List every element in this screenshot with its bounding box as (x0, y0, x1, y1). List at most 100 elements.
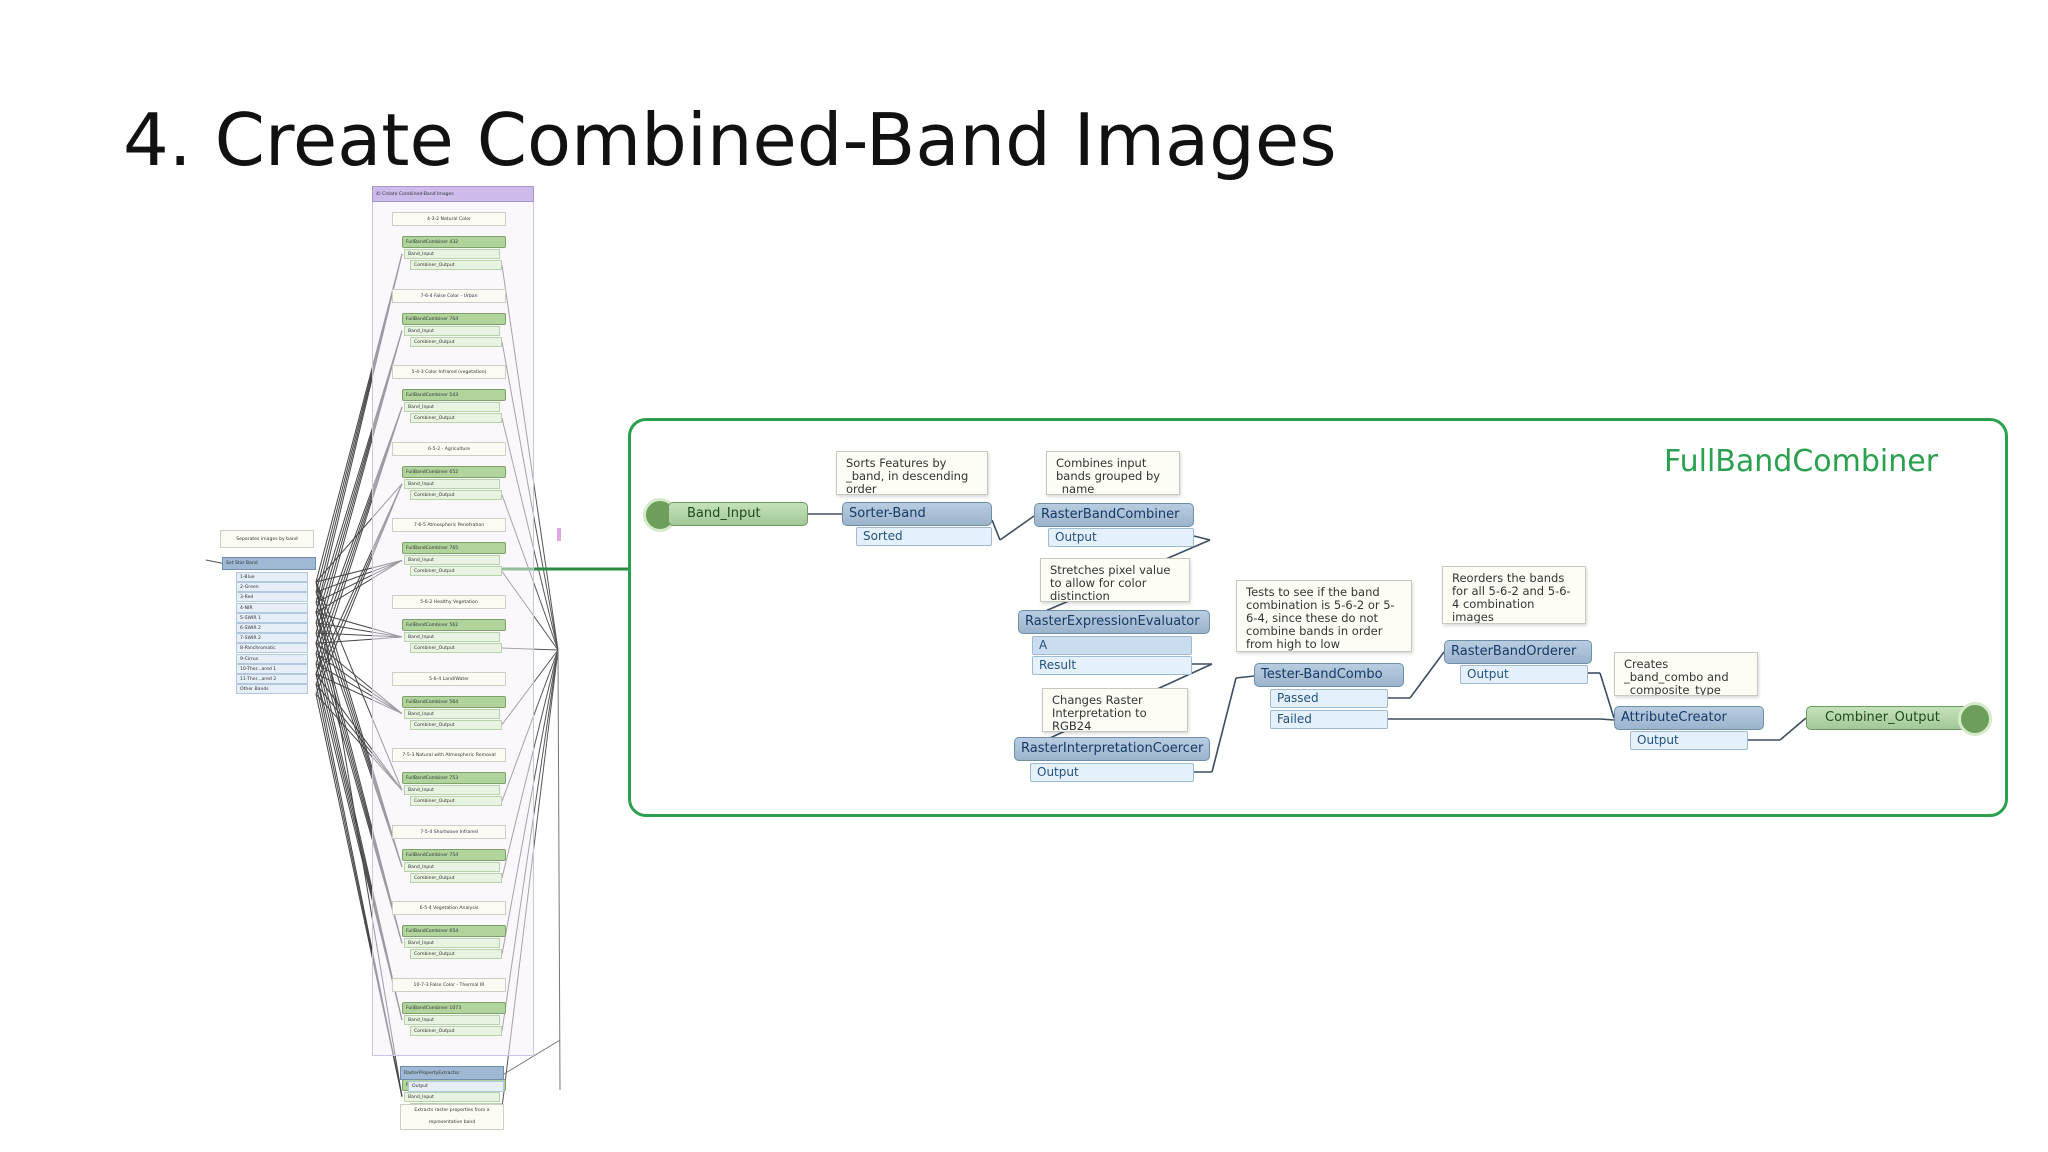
extractor-output-port: Output (408, 1081, 504, 1092)
detail-wire (999, 515, 1035, 541)
group-note: 5-4-3 Color Infrared (vegetation) (392, 365, 506, 380)
evaluator-result-port[interactable]: Result (1032, 656, 1192, 675)
attribute-creator-node[interactable]: AttributeCreator (1614, 706, 1764, 730)
group-combiner-node: FullBandCombiner 432 (402, 236, 506, 248)
group-input-port: Band_Input (404, 785, 500, 796)
selection-marker (557, 528, 561, 541)
input-port: 5-SWIR 1 (236, 612, 308, 623)
input-port: 3-Red (236, 592, 308, 603)
group-output-port: Combiner_Output (410, 566, 502, 577)
group-input-port: Band_Input (404, 1015, 500, 1025)
group-output-port: Combiner_Output (410, 949, 502, 960)
tester-bandcombo-node[interactable]: Tester-BandCombo (1254, 663, 1404, 687)
detail-wire (1409, 651, 1445, 699)
slide-title: 4. Create Combined-Band Images (123, 98, 1337, 182)
group-note: 5-6-4 Land/Water (392, 671, 506, 686)
sorter-band-node[interactable]: Sorter-Band (842, 502, 992, 526)
input-port: 11-Ther...ared 2 (236, 674, 308, 684)
group-note: 7-5-4 Shortwave Infrared (392, 824, 506, 839)
group-combiner-node: FullBandCombiner 652 (402, 465, 506, 478)
combiner-output-label: Combiner_Output (1825, 710, 1940, 725)
input-port: 10-Ther...ared 1 (236, 663, 308, 674)
band-input-label: Band_Input (687, 506, 761, 521)
output-connector-icon (1958, 702, 1992, 736)
group-output-port: Combiner_Output (410, 1026, 502, 1036)
combiner-note: Combines input bands grouped by _name (1046, 451, 1180, 495)
band-input-node[interactable]: Band_Input (668, 502, 808, 526)
raster-band-orderer-node[interactable]: RasterBandOrderer (1444, 640, 1592, 664)
group-input-port: Band_Input (404, 861, 500, 872)
group-input-port: Band_Input (404, 1091, 500, 1102)
group-output-port: Combiner_Output (410, 872, 502, 883)
detail-wire (1599, 672, 1615, 719)
bookmark-title: 4) Create Combined-Band Images (372, 186, 534, 202)
orderer-output-port[interactable]: Output (1460, 665, 1588, 684)
input-port: 6-SWIR 2 (236, 623, 308, 633)
group-note: 5-6-2 Healthy Vegetation (392, 595, 506, 609)
extractor-node: RasterPropertyExtractor (400, 1066, 504, 1080)
orderer-note: Reorders the bands for all 5-6-2 and 5-6… (1442, 566, 1586, 624)
group-combiner-node: FullBandCombiner 754 (402, 848, 506, 861)
group-input-port: Band_Input (404, 478, 500, 489)
evaluator-note: Stretches pixel value to allow for color… (1040, 558, 1190, 602)
raster-band-combiner-node[interactable]: RasterBandCombiner (1034, 503, 1194, 527)
sorter-note: Sorts Features by _band, in descending o… (836, 451, 988, 495)
group-note: 7-6-4 False Color - Urban (392, 288, 506, 303)
evaluator-a-port[interactable]: A (1032, 636, 1192, 655)
group-input-port: Band_Input (404, 708, 500, 719)
fullbandcombiner-frame (628, 418, 2008, 817)
input-node-header: Set Star Band (222, 557, 316, 570)
input-port: 7-SWIR 2 (236, 633, 308, 644)
attribute-output-port[interactable]: Output (1630, 731, 1748, 750)
group-note: 4-3-2 Natural Color (392, 212, 506, 226)
group-combiner-node: FullBandCombiner 765 (402, 542, 506, 555)
group-combiner-node: FullBandCombiner 562 (402, 619, 506, 631)
group-input-port: Band_Input (404, 632, 500, 642)
group-output-port: Combiner_Output (410, 796, 502, 807)
group-note: 7-6-5 Atmospheric Penetration (392, 518, 506, 533)
fullbandcombiner-label: FullBandCombiner (1664, 444, 1939, 479)
group-note: 10-7-3 False Color - Thermal IR (392, 978, 506, 992)
overview-wire (503, 1039, 561, 1075)
coercer-note: Changes Raster Interpretation to RGB24 (1042, 688, 1188, 732)
input-port: 4-NIR (236, 602, 308, 613)
group-output-port: Combiner_Output (410, 489, 502, 500)
group-note: 7-5-3 Natural with Atmospheric Removal (392, 748, 506, 763)
group-input-port: Band_Input (404, 325, 500, 336)
group-output-port: Combiner_Output (410, 260, 502, 270)
group-output-port: Combiner_Output (410, 336, 502, 347)
group-combiner-node: FullBandCombiner 1073 (402, 1002, 506, 1014)
group-note: 6-5-4 Vegetation Analysis (392, 901, 506, 916)
group-combiner-node: FullBandCombiner 543 (402, 389, 506, 402)
overview-wire (557, 649, 561, 1091)
tester-passed-port[interactable]: Passed (1270, 689, 1388, 708)
detail-wire (1211, 677, 1237, 773)
group-combiner-node: FullBandCombiner 654 (402, 925, 506, 938)
group-output-port: Combiner_Output (410, 413, 502, 424)
raster-interpretation-coercer-node[interactable]: RasterInterpretationCoercer (1014, 737, 1210, 761)
input-port: 9-Cirrus (236, 653, 308, 664)
group-output-port: Combiner_Output (410, 719, 502, 730)
combiner-output-port[interactable]: Output (1048, 528, 1194, 547)
raster-expression-evaluator-node[interactable]: RasterExpressionEvaluator (1018, 610, 1210, 634)
input-port: Other Bands (236, 684, 308, 695)
combiner-output-node[interactable]: Combiner_Output (1806, 706, 1976, 730)
group-output-port: Combiner_Output (410, 643, 502, 653)
input-port: 8-Panchromatic (236, 643, 308, 654)
group-input-port: Band_Input (404, 249, 500, 259)
group-note: 6-5-2 - Agriculture (392, 441, 506, 456)
group-input-port: Band_Input (404, 938, 500, 949)
group-combiner-node: FullBandCombiner 753 (402, 772, 506, 785)
detail-wire (1193, 535, 1211, 541)
tester-note: Tests to see if the band combination is … (1236, 580, 1412, 652)
attribute-note: Creates _band_combo and _composite_type (1614, 652, 1758, 696)
coercer-output-port[interactable]: Output (1030, 763, 1194, 782)
sorter-sorted-port[interactable]: Sorted (856, 527, 992, 546)
detail-wire (1779, 717, 1807, 741)
tester-failed-port[interactable]: Failed (1270, 710, 1388, 729)
detail-wire (991, 519, 1001, 541)
input-port: 1-Blue (236, 572, 308, 582)
detail-wire (1599, 718, 1615, 721)
group-input-port: Band_Input (404, 402, 500, 413)
detail-wire (1235, 675, 1255, 679)
